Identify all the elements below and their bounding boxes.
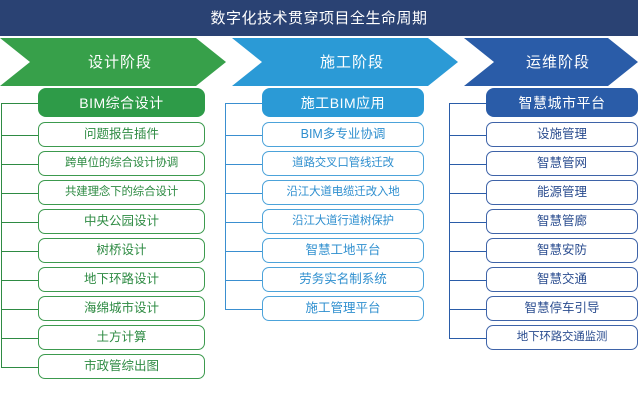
design-node-list: BIM综合设计 问题报告插件 跨单位的综合设计协调 共建理念下的综合设计 中央公… — [38, 88, 205, 383]
design-item-5[interactable]: 地下环路设计 — [38, 267, 205, 292]
operation-item-0[interactable]: 设施管理 — [486, 122, 638, 147]
design-item-0[interactable]: 问题报告插件 — [38, 122, 205, 147]
bracket-connector-4 — [449, 221, 486, 223]
bracket-connector-7 — [449, 308, 486, 310]
design-bracket-spine — [1, 102, 2, 367]
bracket-connector-5 — [225, 250, 262, 252]
design-item-2[interactable]: 共建理念下的综合设计 — [38, 180, 205, 205]
construction-item-0[interactable]: BIM多专业协调 — [262, 122, 424, 147]
phase-label-design: 设计阶段 — [87, 53, 152, 71]
design-head-node[interactable]: BIM综合设计 — [38, 88, 205, 117]
bracket-connector-4 — [1, 221, 38, 223]
phase-chevron-operation[interactable]: 运维阶段 — [464, 38, 638, 86]
construction-item-3[interactable]: 沿江大道行道树保护 — [262, 209, 424, 234]
design-item-7[interactable]: 土方计算 — [38, 325, 205, 350]
design-item-8[interactable]: 市政管综出图 — [38, 354, 205, 379]
diagram-title-bar: 数字化技术贯穿项目全生命周期 — [0, 0, 638, 36]
phase-chevron-construction[interactable]: 施工阶段 — [232, 38, 458, 86]
bracket-connector-5 — [449, 250, 486, 252]
operation-item-2[interactable]: 能源管理 — [486, 180, 638, 205]
phase-label-operation: 运维阶段 — [525, 53, 590, 71]
construction-bracket-spine — [225, 102, 226, 309]
bracket-connector-6 — [449, 279, 486, 281]
design-item-6[interactable]: 海绵城市设计 — [38, 296, 205, 321]
bracket-connector-1 — [225, 134, 262, 136]
operation-bracket-spine — [449, 102, 450, 338]
operation-item-6[interactable]: 智慧停车引导 — [486, 296, 638, 321]
page-title: 数字化技术贯穿项目全生命周期 — [210, 9, 428, 27]
construction-item-2[interactable]: 沿江大道电缆迁改入地 — [262, 180, 424, 205]
operation-item-1[interactable]: 智慧管网 — [486, 151, 638, 176]
operation-node-list: 智慧城市平台 设施管理 智慧管网 能源管理 智慧管廊 智慧安防 智慧交通 智慧停… — [486, 88, 638, 354]
phase-label-construction: 施工阶段 — [319, 53, 384, 71]
bracket-connector-0 — [1, 102, 38, 104]
design-item-1[interactable]: 跨单位的综合设计协调 — [38, 151, 205, 176]
bracket-connector-3 — [449, 192, 486, 194]
bracket-connector-8 — [1, 337, 38, 339]
bracket-connector-2 — [225, 163, 262, 165]
bracket-connector-9 — [1, 366, 38, 368]
construction-node-list: 施工BIM应用 BIM多专业协调 道路交叉口管线迁改 沿江大道电缆迁改入地 沿江… — [262, 88, 424, 325]
bracket-connector-1 — [449, 134, 486, 136]
bracket-connector-2 — [1, 163, 38, 165]
construction-item-4[interactable]: 智慧工地平台 — [262, 238, 424, 263]
phase-strip: 设计阶段 施工阶段 运维阶段 — [0, 38, 638, 86]
operation-head-node[interactable]: 智慧城市平台 — [486, 88, 638, 117]
bracket-connector-0 — [225, 102, 262, 104]
bracket-connector-3 — [225, 192, 262, 194]
design-item-3[interactable]: 中央公园设计 — [38, 209, 205, 234]
bracket-connector-8 — [449, 337, 486, 339]
construction-head-node[interactable]: 施工BIM应用 — [262, 88, 424, 117]
operation-item-5[interactable]: 智慧交通 — [486, 267, 638, 292]
bracket-connector-2 — [449, 163, 486, 165]
construction-item-1[interactable]: 道路交叉口管线迁改 — [262, 151, 424, 176]
bracket-connector-6 — [225, 279, 262, 281]
bracket-connector-6 — [1, 279, 38, 281]
construction-item-6[interactable]: 施工管理平台 — [262, 296, 424, 321]
bracket-connector-1 — [1, 134, 38, 136]
phase-chevron-design[interactable]: 设计阶段 — [0, 38, 226, 86]
bracket-connector-7 — [1, 308, 38, 310]
operation-item-3[interactable]: 智慧管廊 — [486, 209, 638, 234]
construction-item-5[interactable]: 劳务实名制系统 — [262, 267, 424, 292]
bracket-connector-7 — [225, 308, 262, 310]
bracket-connector-5 — [1, 250, 38, 252]
bracket-connector-3 — [1, 192, 38, 194]
operation-item-7[interactable]: 地下环路交通监测 — [486, 325, 638, 350]
bracket-connector-4 — [225, 221, 262, 223]
bracket-connector-0 — [449, 102, 486, 104]
operation-item-4[interactable]: 智慧安防 — [486, 238, 638, 263]
design-item-4[interactable]: 树桥设计 — [38, 238, 205, 263]
